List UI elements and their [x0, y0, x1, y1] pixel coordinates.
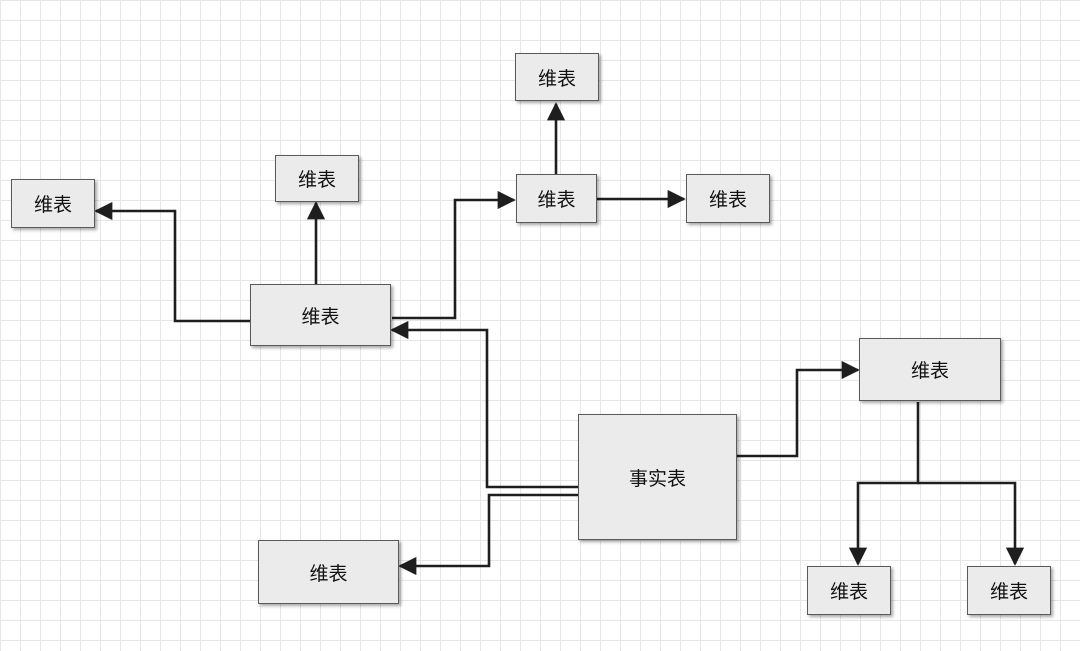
dim-table-label: 维表: [910, 360, 949, 382]
dim-table-label: 维表: [301, 305, 340, 328]
dim-table-top-right[interactable]: 维表: [686, 174, 770, 223]
dim-table-hub-top[interactable]: 维表: [516, 174, 597, 223]
edge-fact-to-hub-right: [737, 360, 860, 458]
dim-table-label: 维表: [297, 169, 336, 191]
dim-table-label: 维表: [33, 194, 72, 216]
edge-hub-right-to-bottom-right-1: [848, 402, 920, 566]
edge-hub-left-to-hub-top: [392, 190, 516, 320]
fact-table[interactable]: 事实表: [578, 414, 737, 540]
dim-table-label: 维表: [829, 581, 868, 603]
fact-table-label: 事实表: [628, 467, 686, 490]
dim-table-label: 维表: [537, 67, 576, 90]
dim-table-bottom-right-1[interactable]: 维表: [807, 566, 891, 615]
edge-fact-to-hub-left: [390, 320, 578, 489]
dim-table-label: 维表: [537, 189, 576, 211]
dim-table-top[interactable]: 维表: [515, 53, 599, 101]
edge-fact-to-bottom-left: [398, 493, 578, 576]
dim-table-far-left[interactable]: 维表: [11, 179, 95, 228]
dim-table-bottom-right-2[interactable]: 维表: [967, 566, 1051, 615]
edge-hub-right-to-bottom-right-2: [918, 481, 1025, 566]
dim-table-label: 维表: [309, 562, 348, 585]
dim-table-bottom-left[interactable]: 维表: [258, 540, 399, 604]
dim-table-hub-right[interactable]: 维表: [859, 338, 1001, 401]
dim-table-hub-left[interactable]: 维表: [250, 284, 391, 346]
dim-table-label: 维表: [989, 581, 1028, 603]
dim-table-top-mid[interactable]: 维表: [275, 155, 359, 202]
dim-table-label: 维表: [708, 189, 747, 211]
edge-hub-left-to-far-left: [94, 201, 250, 323]
